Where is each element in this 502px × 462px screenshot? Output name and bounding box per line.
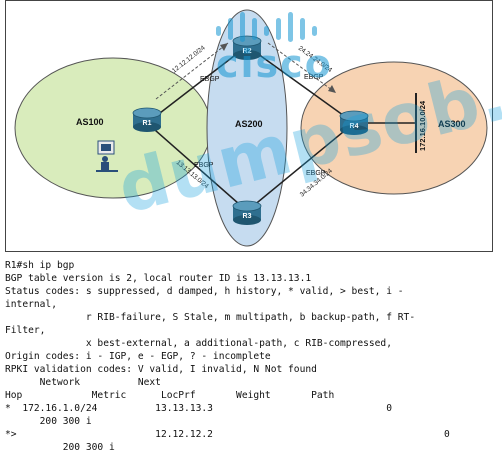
router-r1-label: R1 [143,120,152,127]
router-r2-label: R2 [243,48,252,55]
router-r3-label: R3 [243,213,252,220]
router-r3: R3 [232,200,262,225]
console-line: Origin codes: i - IGP, e - EGP, ? - inco… [5,351,271,362]
router-r1: R1 [132,107,162,132]
link-r1-r3 [146,122,248,212]
link-r1-r2 [146,45,248,124]
network-diagram: R1 R2 R3 R4 AS100 AS200 AS300 EBGP 12.12… [5,0,493,252]
console-line: x best-external, a additional-path, c RI… [5,338,392,349]
ebgp-label-r1-r3: EBGP [194,162,214,169]
console-line: Filter, [5,325,46,336]
subnet-label-r1-r2: 12.12.12.0/24 [171,44,207,74]
arrow-head [328,85,336,93]
arrow-head [220,43,228,51]
ebgp-label-r3-r4: EBGP [306,170,326,177]
console-line: R1#sh ip bgp [5,260,75,271]
console-line: internal, [5,299,57,310]
link-r2-r4 [246,45,355,124]
link-r3-r4 [246,122,355,212]
console-line: Network Next [5,377,161,388]
router-r4: R4 [339,110,369,135]
console-line: Hop Metric LocPrf Weight Path [5,390,335,401]
as200-area [206,9,288,247]
router-r4-label: R4 [350,123,359,130]
console-line: 200 300 i [5,442,115,453]
as300-area [300,61,488,195]
console-line: * 172.16.1.0/24 13.13.13.3 0 [5,403,392,414]
subnet-label-r2-r4: 24.24.24.0/24 [297,45,334,74]
ebgp-label-r1-r2: EBGP [200,76,220,83]
console-line: r RIB-failure, S Stale, m multipath, b b… [5,312,416,323]
console-line: BGP table version is 2, local router ID … [5,273,312,284]
console-line: 200 300 i [5,416,92,427]
ebgp-session-arrow-r1-r2 [155,42,229,100]
as300-label: AS300 [438,119,466,129]
console-line: *> 12.12.12.2 0 [5,429,450,440]
as200-label: AS200 [235,119,263,129]
ebgp-session-arrow-r2-r4 [267,42,337,94]
topology-svg: R1 R2 R3 R4 AS100 AS200 AS300 EBGP 12.12… [14,9,488,247]
user-workstation-icon [96,140,118,172]
console-line: Status codes: s suppressed, d damped, h … [5,286,404,297]
ebgp-label-r2-r4: EBGP [304,74,324,81]
as100-label: AS100 [76,117,104,127]
console-line: RPKI validation codes: V valid, I invali… [5,364,317,375]
as300-prefix-label: 172.16.10.0/24 [418,100,427,151]
router-r2: R2 [232,35,262,60]
